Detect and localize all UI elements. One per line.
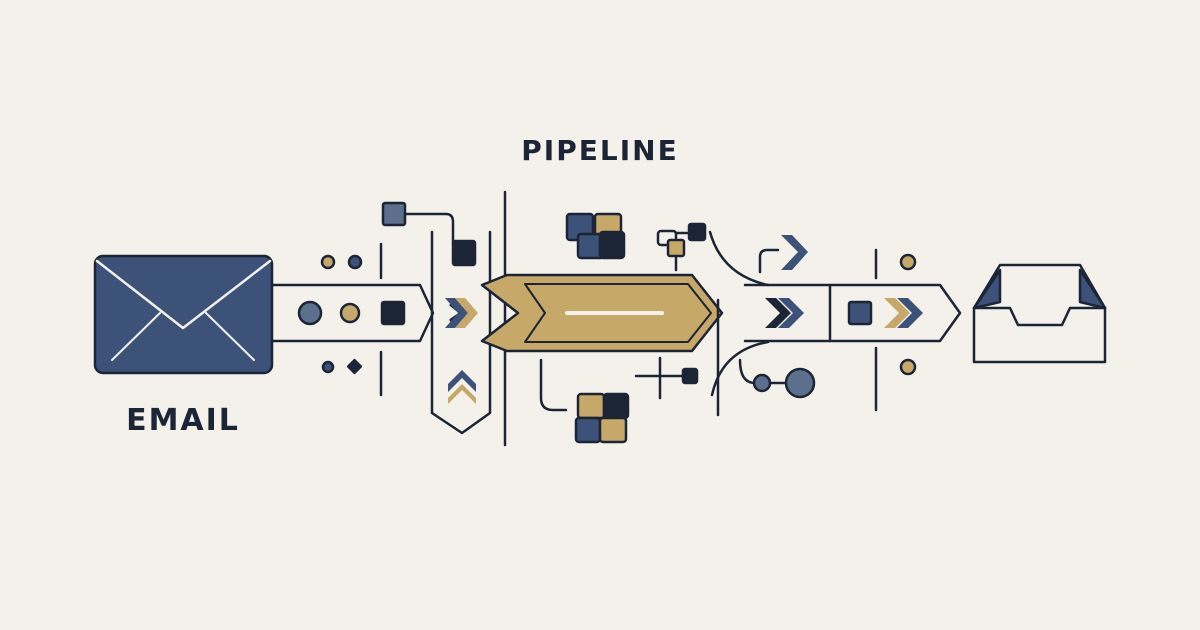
node-connector-top-left <box>381 201 477 267</box>
diamond-marker <box>346 358 363 375</box>
puzzle-pieces-icon <box>574 392 630 444</box>
main-pipeline-arrow <box>480 273 724 353</box>
node-connector-bottom-right <box>738 358 816 399</box>
input-arrow-bar <box>270 283 435 343</box>
curve-connector <box>710 340 770 397</box>
dot-gold-bottom <box>899 358 917 376</box>
puzzle-pieces-icon <box>565 212 626 260</box>
node-connector-top-mid <box>656 222 707 272</box>
dot-gold-top <box>320 254 336 270</box>
dot-navy-top <box>347 254 363 270</box>
curve-connector <box>708 230 770 287</box>
node-connector-bottom-mid <box>634 356 699 400</box>
dot-navy-bottom <box>321 360 335 374</box>
inbox-tray-icon <box>972 263 1107 364</box>
vertical-chevron-shield <box>430 230 492 435</box>
chevron-connector-top <box>758 235 808 274</box>
email-label: EMAIL <box>126 403 240 438</box>
connector-line <box>539 358 568 412</box>
pipeline-label: PIPELINE <box>521 134 679 167</box>
dot-gold-top <box>899 253 917 271</box>
output-arrow-bar <box>743 283 962 343</box>
envelope-icon <box>93 254 274 375</box>
